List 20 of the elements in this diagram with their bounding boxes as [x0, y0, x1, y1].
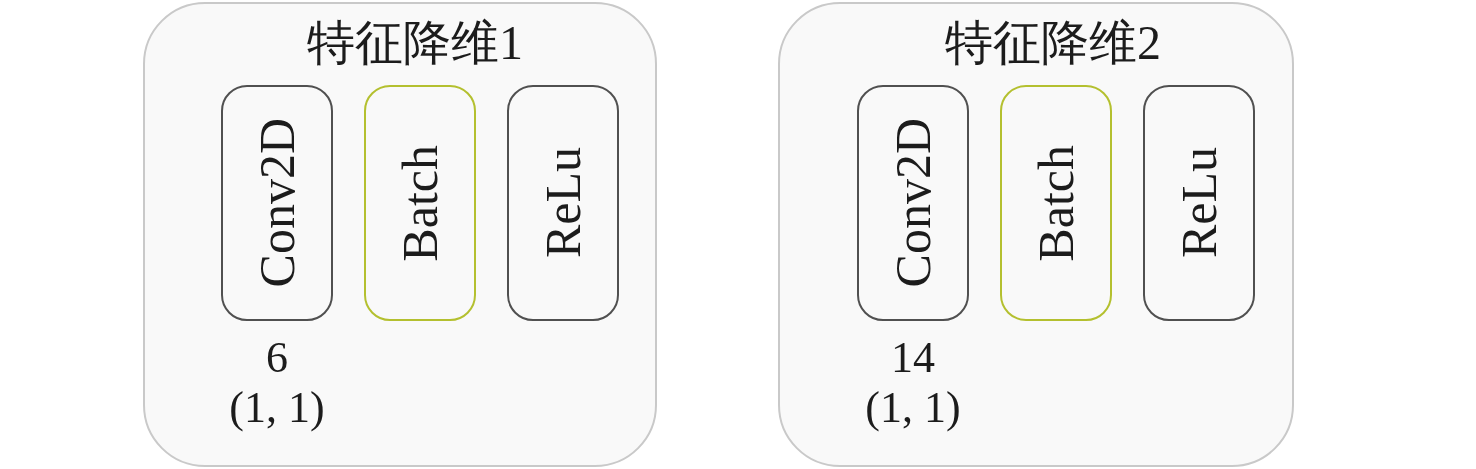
layer-box — [507, 85, 619, 321]
layer-label: Batch — [1031, 144, 1081, 262]
layer-annotation: 14 — [891, 333, 935, 383]
layer-box — [221, 85, 333, 321]
layer-label: ReLu — [1174, 147, 1224, 259]
layer-annotation: (1, 1) — [865, 383, 961, 433]
panel-title: 特征降维1 — [307, 15, 523, 71]
layer-annotation: 6 — [266, 333, 288, 383]
panel-title: 特征降维2 — [945, 15, 1161, 71]
layer-box — [857, 85, 969, 321]
group-panel — [143, 2, 657, 467]
layer-label: Conv2D — [888, 118, 938, 288]
layer-box — [364, 85, 476, 321]
layer-label: Batch — [395, 144, 445, 262]
layer-box — [1143, 85, 1255, 321]
group-panel — [778, 2, 1294, 467]
layer-label: Conv2D — [252, 118, 302, 288]
layer-label: ReLu — [538, 147, 588, 259]
layer-annotation: (1, 1) — [229, 383, 325, 433]
layer-box — [1000, 85, 1112, 321]
